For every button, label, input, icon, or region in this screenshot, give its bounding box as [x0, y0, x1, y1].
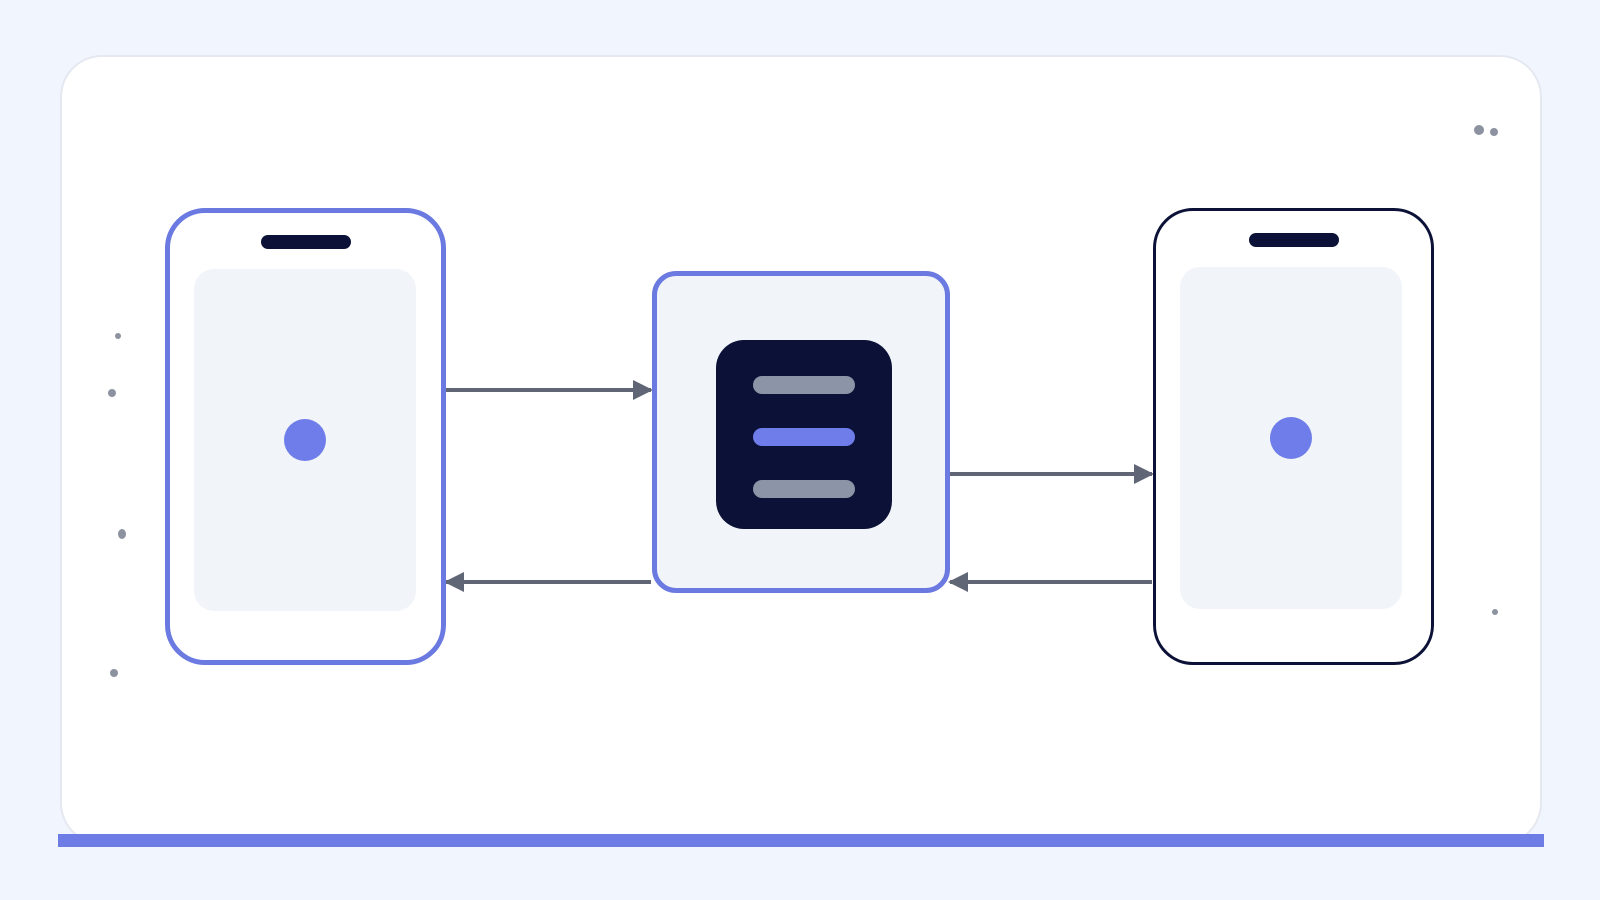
more-dots-icon	[1474, 125, 1502, 139]
phone-speaker	[260, 235, 351, 249]
decorative-dot	[1492, 609, 1498, 615]
server-rack-line	[753, 480, 855, 498]
bottom-accent-bar	[58, 834, 1544, 847]
phone-speaker	[1248, 233, 1339, 247]
right-phone-node	[1153, 208, 1434, 665]
decorative-dot	[110, 669, 118, 677]
server-rack-line	[753, 376, 855, 394]
decorative-dot	[115, 333, 121, 339]
phone-screen	[1180, 267, 1402, 609]
decorative-dot	[108, 389, 116, 397]
status-dot-icon	[1270, 417, 1312, 459]
left-phone-node	[165, 208, 446, 665]
server-icon	[716, 340, 892, 529]
decorative-dot	[118, 529, 126, 539]
status-dot-icon	[284, 419, 326, 461]
server-rack-line-active	[753, 428, 855, 446]
server-node	[652, 271, 950, 593]
phone-screen	[194, 269, 416, 611]
